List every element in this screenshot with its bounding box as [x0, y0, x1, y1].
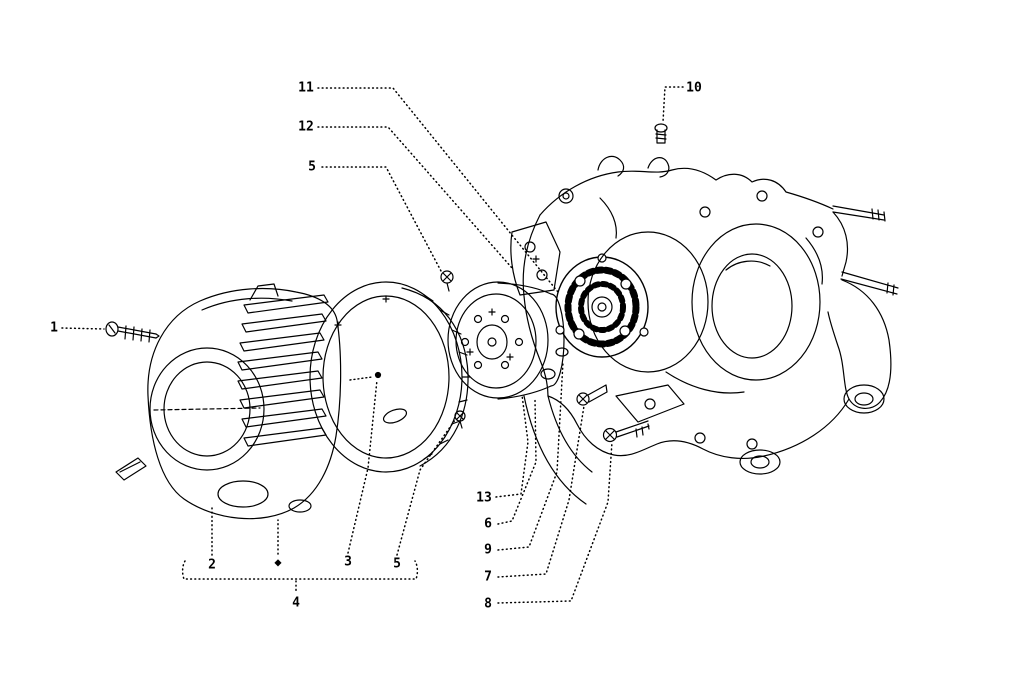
- assembly-diamond-icon: ◆: [274, 555, 282, 569]
- screw-part-1: [105, 321, 160, 343]
- callout-10: 10: [686, 80, 702, 96]
- callout-5-top: 5: [308, 159, 316, 175]
- crankcase-part: [510, 155, 899, 505]
- callout-8: 8: [484, 596, 492, 612]
- fan-part: [309, 281, 471, 473]
- screw-part-5-bottom: [454, 410, 466, 429]
- callout-1: 1: [50, 320, 58, 336]
- callout-13: 13: [476, 490, 492, 506]
- leader-lines: [61, 86, 684, 604]
- callout-5-bottom: 5: [393, 556, 401, 572]
- group-bracket-4: [181, 560, 419, 593]
- bolt-part-10: [654, 123, 668, 144]
- callout-3: 3: [344, 554, 352, 570]
- bolt-part-8: [602, 420, 650, 443]
- callout-2: 2: [208, 557, 216, 573]
- callout-11: 11: [298, 80, 314, 96]
- fan-cover-part: [115, 283, 342, 520]
- callout-4: 4: [292, 595, 300, 611]
- callout-7: 7: [484, 569, 492, 585]
- screw-part-5-top: [440, 270, 454, 292]
- stator-part: [555, 253, 649, 358]
- callout-6: 6: [484, 516, 492, 532]
- flywheel-rotor-part: [447, 281, 565, 400]
- callout-9: 9: [484, 542, 492, 558]
- callout-12: 12: [298, 119, 314, 135]
- screw-part-7: [576, 384, 608, 406]
